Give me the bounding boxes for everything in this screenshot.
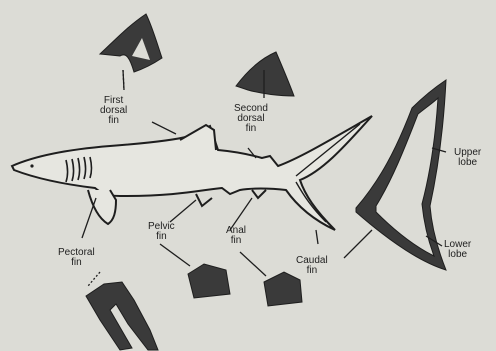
label-lower-lobe: Lower lobe <box>444 240 471 260</box>
second-dorsal-fin-detached <box>236 52 294 96</box>
anal-fin-attached <box>252 190 266 198</box>
label-anal-fin: Anal fin <box>226 226 246 246</box>
pelvic-fin-attached <box>196 194 212 206</box>
first-dorsal-fin-detached <box>100 14 162 72</box>
label-caudal-fin: Caudal fin <box>296 256 328 276</box>
shark-eye <box>30 164 33 167</box>
pectoral-fin-detached <box>86 282 158 350</box>
label-pectoral-fin: Pectoral fin <box>58 248 95 268</box>
pelvic-fin-detached <box>188 264 230 298</box>
label-second-dorsal-fin: Second dorsal fin <box>234 104 268 134</box>
label-upper-lobe: Upper lobe <box>454 148 481 168</box>
caudal-fin-detached <box>356 80 446 270</box>
label-pelvic-fin: Pelvic fin <box>148 222 175 242</box>
label-first-dorsal-fin: First dorsal fin <box>100 96 127 126</box>
anal-fin-detached <box>264 272 302 306</box>
